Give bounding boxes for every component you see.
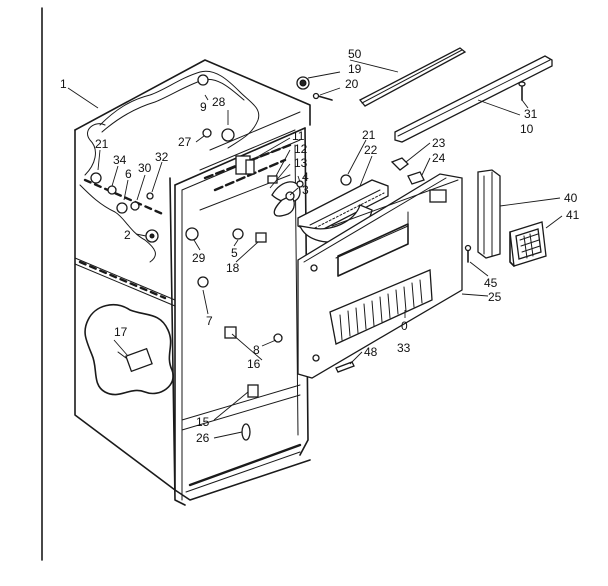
callout-28: 28	[212, 95, 226, 109]
callout-41: 41	[566, 208, 580, 222]
callout-21-right: 21	[362, 128, 376, 142]
callout-10: 10	[520, 122, 534, 136]
rail-10	[394, 55, 553, 143]
part-6	[116, 202, 128, 214]
part-24	[407, 171, 425, 185]
leader-lines	[67, 59, 563, 439]
callout-27: 27	[178, 135, 192, 149]
callout-22: 22	[364, 143, 378, 157]
cabinet-liner	[74, 59, 311, 506]
callout-18: 18	[226, 261, 240, 275]
callout-3: 3	[302, 183, 309, 197]
callout-6: 6	[125, 167, 132, 181]
wiring-harness	[79, 70, 260, 263]
callout-19: 19	[348, 62, 362, 76]
callout-4: 4	[302, 170, 309, 184]
part-5	[232, 228, 244, 240]
grille-41	[509, 221, 547, 267]
callout-21-left: 21	[95, 137, 109, 151]
callout-8: 8	[253, 343, 260, 357]
callout-16: 16	[247, 357, 261, 371]
part-9	[197, 74, 209, 86]
trim-strip-40	[477, 169, 501, 259]
part-15	[247, 384, 259, 398]
callout-11: 11	[292, 129, 305, 143]
part-30	[130, 201, 140, 211]
left-panel-parts	[90, 74, 283, 441]
control-panel-25	[297, 173, 463, 379]
callout-1: 1	[60, 77, 67, 91]
callout-17: 17	[114, 325, 128, 339]
part-29	[185, 227, 199, 241]
callout-15: 15	[196, 415, 210, 429]
callout-24: 24	[432, 151, 446, 165]
evaporator-fan	[267, 175, 304, 217]
callout-13: 13	[294, 156, 308, 170]
callout-40: 40	[564, 191, 578, 205]
callout-0: 0	[401, 319, 408, 333]
callout-30: 30	[138, 161, 152, 175]
panel-window	[429, 189, 447, 203]
callout-5: 5	[231, 246, 238, 260]
callout-26: 26	[196, 431, 210, 445]
part-32	[146, 192, 154, 200]
callout-9: 9	[200, 100, 207, 114]
callouts: 1 50 19 20 31 10 9 28 27 21 34 6 30 32 2…	[60, 47, 580, 445]
part-16	[224, 326, 237, 339]
callout-29: 29	[192, 251, 206, 265]
callout-23: 23	[432, 136, 446, 150]
callout-45: 45	[484, 276, 498, 290]
part-18	[255, 232, 267, 243]
callout-20: 20	[345, 77, 359, 91]
part-12	[267, 175, 278, 184]
part-27	[202, 128, 212, 138]
screw-45	[464, 244, 472, 263]
callout-32: 32	[155, 150, 169, 164]
part-21-left	[90, 172, 102, 184]
defrost-heater-cutaway	[84, 304, 174, 396]
callout-2: 2	[124, 228, 131, 242]
callout-48: 48	[364, 345, 378, 359]
screw-48	[335, 361, 355, 373]
right-small-parts	[340, 157, 425, 186]
part-23	[390, 157, 409, 171]
part-21-right	[340, 174, 352, 186]
rail-50	[358, 47, 467, 107]
screw-31	[518, 81, 526, 101]
callout-33: 33	[397, 341, 411, 355]
part-7	[197, 276, 209, 288]
callout-31: 31	[524, 107, 538, 121]
vent-grille-33	[329, 269, 433, 345]
callout-34: 34	[113, 153, 127, 167]
part-28	[221, 128, 235, 142]
part-34	[107, 185, 117, 195]
callout-12: 12	[294, 142, 308, 156]
callout-50: 50	[348, 47, 362, 61]
callout-25: 25	[488, 290, 502, 304]
part-26	[241, 423, 251, 441]
screw-19-20	[296, 76, 333, 101]
callout-7: 7	[206, 314, 213, 328]
